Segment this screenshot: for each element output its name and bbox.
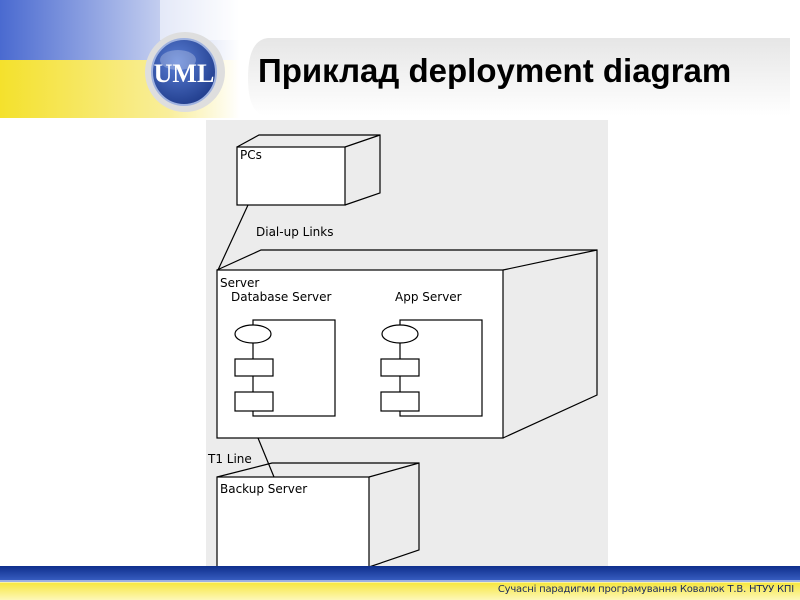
uml-logo-text: UML	[154, 59, 215, 88]
t1-link-line	[257, 437, 275, 478]
node-backup-server	[216, 462, 420, 568]
label-database-server: Database Server	[231, 290, 331, 304]
header-banner: UML	[0, 0, 790, 118]
component-app-server	[380, 319, 483, 417]
footer-band	[0, 566, 800, 600]
label-backup-server: Backup Server	[220, 482, 307, 496]
footer-caption: Сучасні парадигми програмування Ковалюк …	[497, 584, 794, 595]
slide-title: Приклад deployment diagram	[258, 52, 732, 89]
deployment-diagram: PCs Dial-up Links Server Database Server…	[206, 120, 608, 572]
component-database-server	[234, 319, 336, 417]
label-dialup-links: Dial-up Links	[256, 225, 333, 239]
label-pcs: PCs	[240, 148, 262, 162]
dialup-link-line	[217, 204, 249, 271]
node-pcs	[236, 134, 381, 206]
label-t1-line: T1 Line	[207, 452, 252, 466]
label-server: Server	[220, 276, 259, 290]
label-app-server: App Server	[395, 290, 462, 304]
uml-logo: UML	[151, 38, 217, 106]
